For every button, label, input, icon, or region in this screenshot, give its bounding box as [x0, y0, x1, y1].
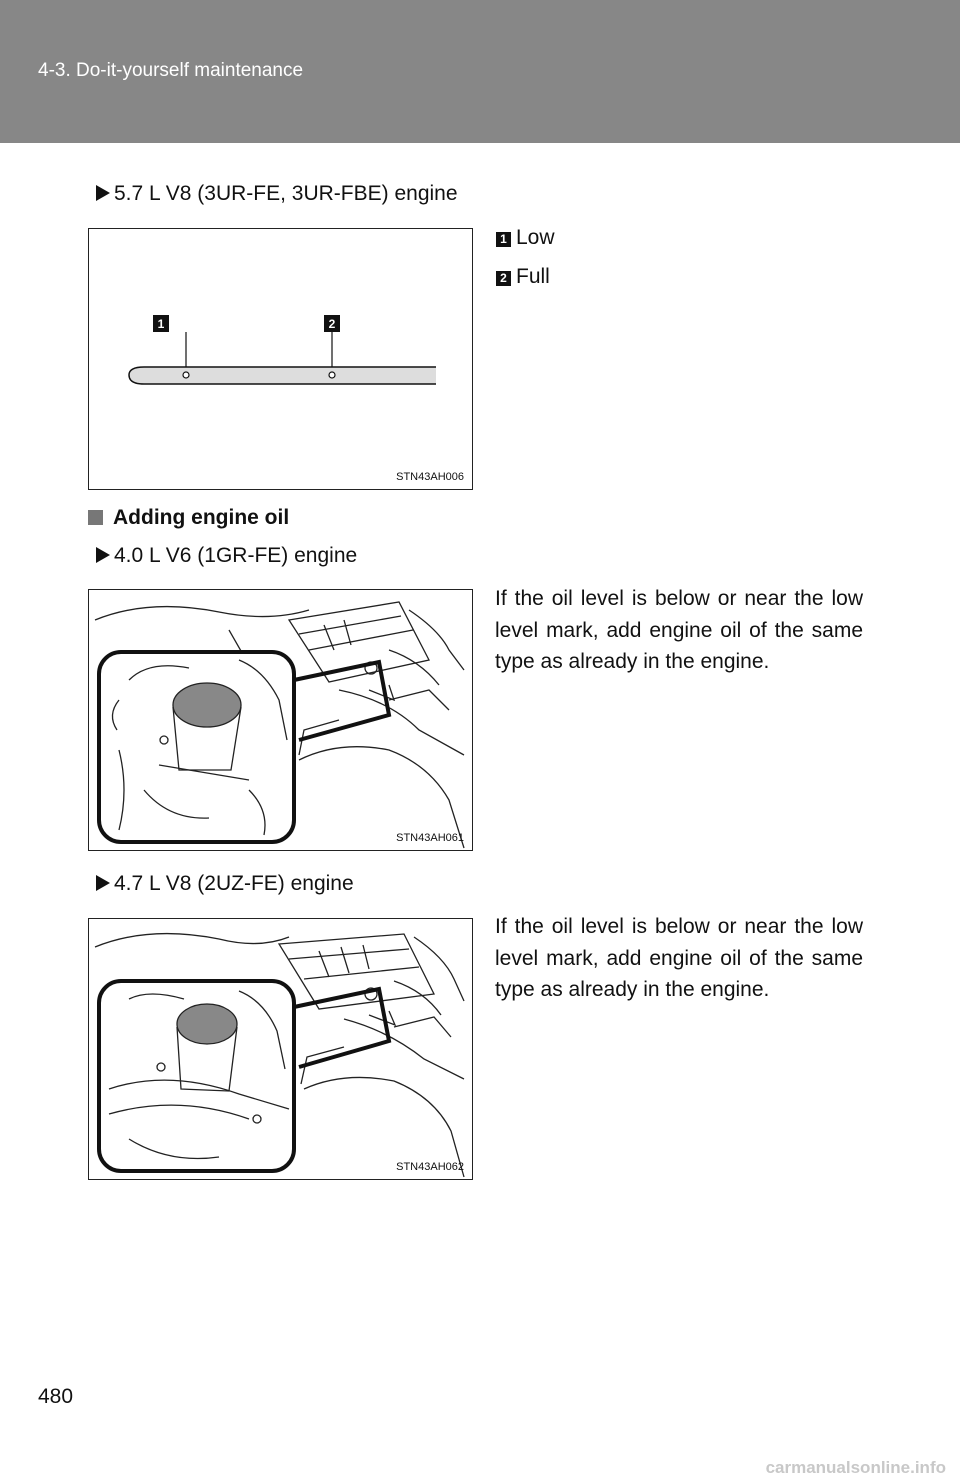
figure-code: STN43AH062	[396, 1161, 464, 1173]
heading-square-icon	[88, 510, 103, 525]
section-heading-text: Adding engine oil	[113, 506, 290, 529]
engine-label-v8: 4.7 L V8 (2UZ-FE) engine	[96, 872, 354, 896]
marker-1-badge	[153, 315, 169, 332]
engine-label-57-text: 5.7 L V8 (3UR-FE, 3UR-FBE) engine	[114, 182, 458, 205]
section-heading: Adding engine oil	[88, 506, 289, 530]
engine-label-57: 5.7 L V8 (3UR-FE, 3UR-FBE) engine	[96, 182, 458, 206]
engine-label-v6-text: 4.0 L V6 (1GR-FE) engine	[114, 544, 358, 567]
legend-item-low: 1 Low	[496, 226, 555, 250]
legend-item-full: 2 Full	[496, 265, 550, 289]
section-title: 4-3. Do-it-yourself maintenance	[38, 60, 304, 81]
marker-2-badge	[324, 315, 340, 332]
page-header: 4-3. Do-it-yourself maintenance	[0, 0, 960, 143]
dipstick-illustration: 1 2	[128, 315, 436, 385]
v6-engine-figure: STN43AH061	[88, 589, 473, 851]
bullet-arrow-icon	[96, 185, 110, 201]
legend-number-badge: 2	[496, 271, 511, 286]
engine-bay-illustration	[94, 601, 465, 849]
figure-code: STN43AH006	[396, 471, 464, 483]
engine-label-v6: 4.0 L V6 (1GR-FE) engine	[96, 544, 357, 568]
legend-label: Low	[516, 226, 555, 249]
page-number: 480	[38, 1385, 74, 1408]
svg-text:1: 1	[158, 317, 165, 331]
svg-text:2: 2	[329, 317, 336, 331]
engine-bay-illustration	[94, 932, 465, 1178]
legend-number-badge: 1	[496, 232, 511, 247]
bullet-arrow-icon	[96, 547, 110, 563]
engine-label-v8-text: 4.7 L V8 (2UZ-FE) engine	[114, 872, 354, 895]
v6-instruction-text: If the oil level is below or near the lo…	[495, 587, 863, 673]
v8-instruction-text: If the oil level is below or near the lo…	[495, 915, 863, 1001]
footer-watermark: carmanualsonline.info	[765, 1458, 946, 1477]
bullet-arrow-icon	[96, 875, 110, 891]
legend-label: Full	[516, 265, 550, 288]
figure-code: STN43AH061	[396, 832, 464, 844]
v8-engine-figure: STN43AH062	[88, 918, 473, 1180]
dipstick-figure: 1 2 STN43AH006	[88, 228, 473, 490]
